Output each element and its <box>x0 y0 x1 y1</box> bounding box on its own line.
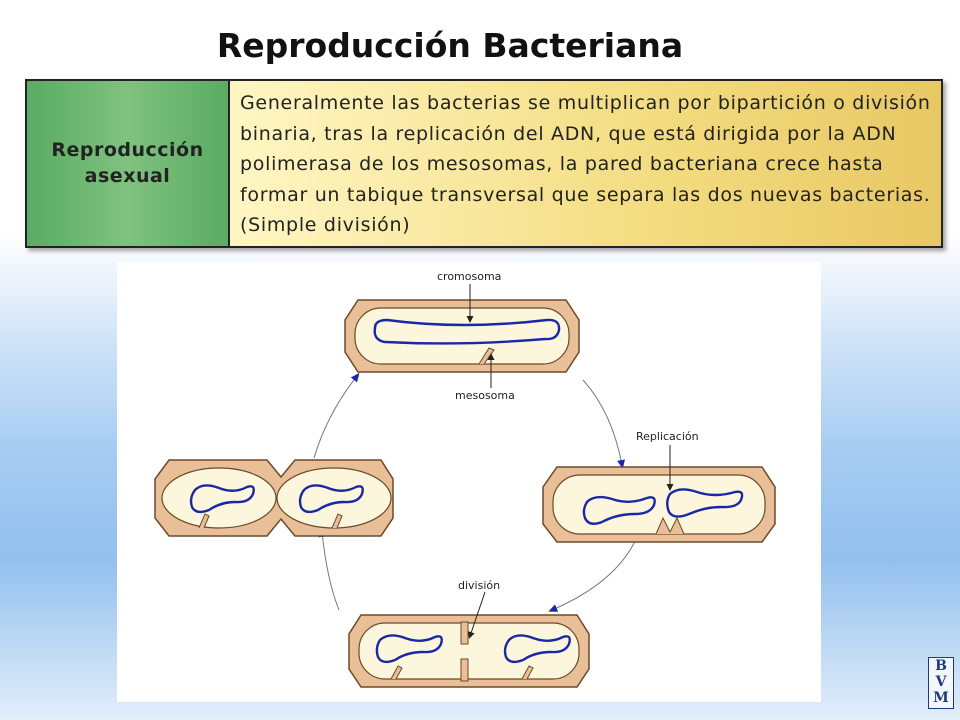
label-replicacion: Replicación <box>636 430 699 443</box>
mesosome-left-1 <box>198 513 210 529</box>
label-division: división <box>458 579 501 592</box>
bacterium-bottom <box>348 614 590 688</box>
chromosome-left-1 <box>189 484 255 514</box>
cycle-arrows <box>313 372 638 612</box>
bacterium-right <box>542 466 776 543</box>
diagram-canvas <box>154 284 776 688</box>
bacterium-left-pair <box>154 459 394 537</box>
chromosome-right-1 <box>582 495 656 525</box>
label-pointers <box>466 284 674 639</box>
septum-bottom <box>460 658 469 682</box>
mesosome-left-2 <box>331 513 343 529</box>
septum-top <box>460 621 469 645</box>
label-cromosoma: cromosoma <box>437 270 502 283</box>
page-title: Reproducción Bacteriana <box>216 26 684 65</box>
mesosome-bottom-2 <box>521 665 534 680</box>
cycle-arc-bottom-left <box>318 528 340 611</box>
bvm-logo: B V M <box>928 657 954 709</box>
chromosome-top <box>373 318 561 345</box>
chromosome-right-2 <box>666 488 744 518</box>
chromosome-bottom-2 <box>503 634 571 664</box>
mesosome-right <box>655 516 685 535</box>
binary-fission-diagram: cromosoma mesosoma Replicación división <box>117 262 821 702</box>
cycle-arc-top-right <box>582 379 626 469</box>
table-label-cell: Reproducción asexual <box>27 81 230 246</box>
chromosome-bottom-1 <box>375 634 443 664</box>
info-table: Reproducción asexual Generalmente las ba… <box>25 79 943 248</box>
cycle-arc-bottom-right <box>548 536 638 612</box>
cycle-arc-top-left <box>313 372 360 459</box>
logo-letter-b: B <box>935 658 947 674</box>
logo-letter-v: V <box>935 674 947 690</box>
label-mesosoma: mesosoma <box>455 389 515 402</box>
bacterium-top <box>344 299 580 373</box>
logo-letter-m: M <box>933 690 949 706</box>
chromosome-left-2 <box>298 484 364 514</box>
table-description-cell: Generalmente las bacterias se multiplica… <box>230 81 941 246</box>
mesosome-bottom-1 <box>390 665 403 680</box>
